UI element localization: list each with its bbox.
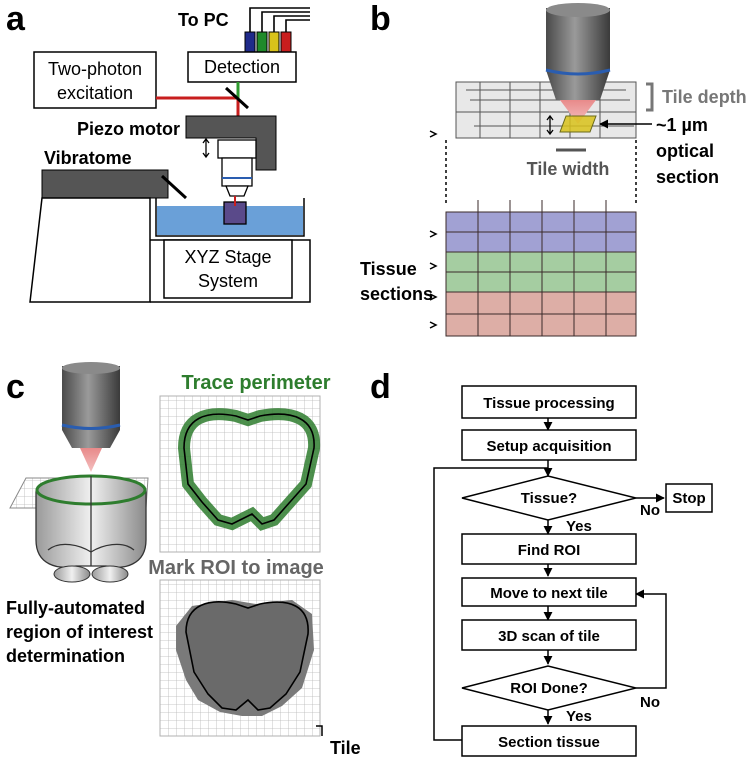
step-find-roi-label: Find ROI xyxy=(518,542,581,559)
two-photon-label-2: excitation xyxy=(57,83,133,103)
objective-b-nose xyxy=(546,70,610,100)
dichroic-mirror xyxy=(224,86,250,110)
decision-tissue xyxy=(461,475,637,521)
objective-c-nose xyxy=(62,430,120,448)
step-section-tissue xyxy=(461,725,637,757)
detection-label: Detection xyxy=(204,57,280,77)
tile-label: Tile xyxy=(330,738,361,758)
section-markers xyxy=(429,130,438,329)
tissue-block xyxy=(445,200,637,337)
step-section-tissue-label: Section tissue xyxy=(498,734,600,751)
brain-outline-bottom xyxy=(185,601,309,711)
objective-c-barrel xyxy=(62,366,120,430)
to-pc-label: To PC xyxy=(178,10,229,30)
mark-roi-title: Mark ROI to image xyxy=(148,557,324,579)
auto-roi-label-2: region of interest xyxy=(6,622,153,642)
focus-cone-b xyxy=(560,100,596,124)
brain-outline-top xyxy=(183,413,315,525)
vibratome-base xyxy=(29,197,151,303)
vibratome-blade xyxy=(160,174,188,200)
panel-label-c: c xyxy=(6,368,25,406)
detection-box xyxy=(187,51,297,83)
yes-label-2: Yes xyxy=(566,708,592,725)
decision-roi-done-label: ROI Done? xyxy=(510,680,588,697)
tile-depth-label: Tile depth xyxy=(662,87,747,107)
objective-b-top xyxy=(546,3,610,17)
bath-walls xyxy=(155,198,305,237)
pc-cables xyxy=(249,7,310,34)
xyz-stage-box xyxy=(163,239,293,299)
two-photon-box xyxy=(33,51,157,109)
step-move-next-tile xyxy=(461,577,637,607)
tile-width-label: Tile width xyxy=(527,159,610,179)
xyz-stage-label-1: XYZ Stage xyxy=(184,247,271,267)
objective-c-top xyxy=(62,362,120,374)
decision-roi-done xyxy=(461,665,637,711)
step-setup-acquisition xyxy=(461,429,637,461)
brain-lobe-right xyxy=(91,565,129,583)
objective-body xyxy=(221,157,253,187)
panel-a: To PC Detection Two-photon excitation Pi… xyxy=(29,7,311,303)
objective-b-band xyxy=(545,68,611,76)
optical-section xyxy=(559,115,597,133)
auto-roi-label-1: Fully-automated xyxy=(6,598,145,618)
objective-mount xyxy=(217,139,257,159)
panel-d: Tissue processing Setup acquisition Tiss… xyxy=(433,385,713,757)
step-tissue-processing xyxy=(461,385,637,419)
step-find-roi xyxy=(461,533,637,565)
xyz-stage-label-2: System xyxy=(198,271,258,291)
step-setup-acquisition-label: Setup acquisition xyxy=(486,438,611,455)
cable-plug-red xyxy=(280,31,292,53)
piezo-motor-label: Piezo motor xyxy=(77,119,180,139)
panel-label-a: a xyxy=(6,0,26,38)
tissue-sections-label-2: sections xyxy=(360,284,433,304)
piezo-arrow xyxy=(202,137,210,159)
vibratome-label: Vibratome xyxy=(44,148,132,168)
yes-label-1: Yes xyxy=(566,518,592,535)
no-label-2: No xyxy=(640,694,660,711)
optical-label-2: optical xyxy=(656,141,714,161)
tile-block-top xyxy=(455,81,637,139)
auto-roi-label-3: determination xyxy=(6,646,125,666)
tile-depth-bracket xyxy=(646,82,654,112)
cable-plug-yellow xyxy=(268,31,280,53)
objective-tip xyxy=(225,185,249,197)
cable-plug-blue xyxy=(244,31,256,53)
no-label-1: No xyxy=(640,502,660,519)
step-3d-scan-label: 3D scan of tile xyxy=(498,628,600,645)
step-tissue-processing-label: Tissue processing xyxy=(483,395,614,412)
two-photon-label-1: Two-photon xyxy=(48,59,142,79)
step-stop-label: Stop xyxy=(672,490,705,507)
optical-label-3: section xyxy=(656,167,719,187)
cable-plug-green xyxy=(256,31,268,53)
brain-lobe-left xyxy=(53,565,91,583)
brain-lobes xyxy=(47,543,135,553)
focus-cone-c xyxy=(80,448,102,472)
objective-c-band xyxy=(61,423,121,430)
step-stop xyxy=(665,483,713,513)
panel-c: Fully-automated region of interest deter… xyxy=(6,362,361,758)
tissue-sections-label-1: Tissue xyxy=(360,259,417,279)
section-depth-arrow xyxy=(546,114,554,136)
trace-perimeter-title: Trace perimeter xyxy=(182,372,331,394)
step-move-next-tile-label: Move to next tile xyxy=(490,585,608,602)
panel-b: Tile width Tile depth ~1 µm optical sect… xyxy=(360,3,747,337)
step-3d-scan xyxy=(461,619,637,651)
tile-bracket xyxy=(316,725,323,736)
optical-label-1: ~1 µm xyxy=(656,115,708,135)
panel-label-d: d xyxy=(370,368,391,406)
vibratome-arm xyxy=(41,169,169,199)
panel-label-b: b xyxy=(370,0,391,38)
piezo-motor xyxy=(185,115,277,171)
decision-tissue-label: Tissue? xyxy=(521,490,577,507)
objective-b-barrel xyxy=(546,8,610,70)
